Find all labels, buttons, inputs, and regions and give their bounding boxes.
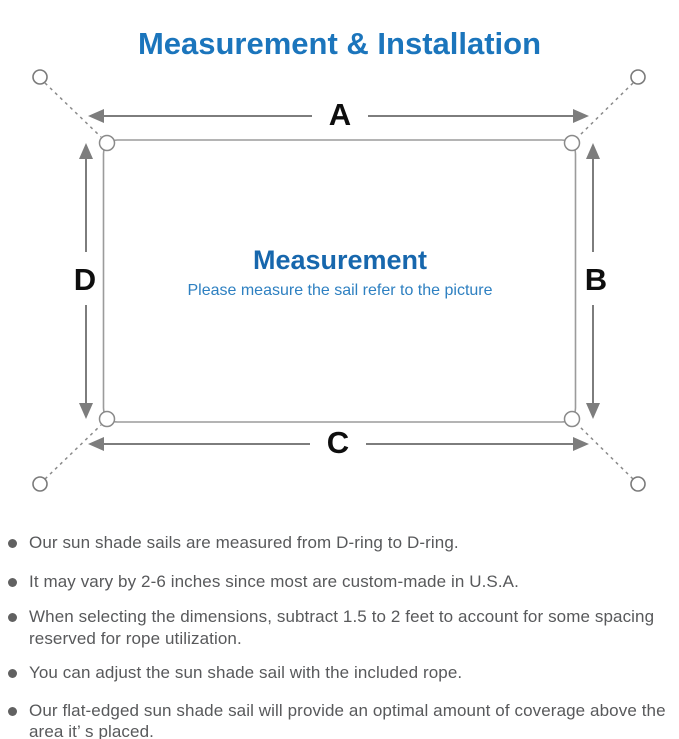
note-item: Our sun shade sails are measured from D-… — [8, 532, 668, 554]
bullet-icon — [8, 706, 17, 716]
bullet-icon — [8, 577, 17, 587]
note-item: It may vary by 2-6 inches since most are… — [8, 571, 668, 593]
dimension-arrows — [79, 109, 600, 451]
note-item: You can adjust the sun shade sail with t… — [8, 662, 668, 684]
dimension-label-b: B — [584, 262, 608, 297]
note-text: When selecting the dimensions, subtract … — [29, 607, 655, 648]
sail-diagram-graphics — [32, 69, 646, 492]
dimension-label-d: D — [73, 262, 97, 297]
note-item: Our flat-edged sun shade sail will provi… — [8, 700, 668, 739]
diagram-center-text: Measurement Please measure the sail refe… — [104, 244, 576, 301]
rope-dashed-lines — [44, 82, 634, 480]
bullet-icon — [8, 669, 17, 678]
note-item: When selecting the dimensions, subtract … — [8, 606, 668, 649]
dimension-label-c: C — [326, 425, 350, 460]
note-text: Our flat-edged sun shade sail will provi… — [29, 700, 666, 739]
dimension-label-a: A — [328, 97, 352, 132]
bullet-icon — [8, 613, 17, 622]
note-text: Our sun shade sails are measured from D-… — [29, 533, 459, 552]
anchor-point-circles — [32, 69, 646, 492]
diagram-subtitle: Please measure the sail refer to the pic… — [187, 282, 493, 299]
note-text: You can adjust the sun shade sail with t… — [29, 663, 463, 682]
bullet-icon — [8, 539, 17, 548]
diagram-heading: Measurement — [252, 245, 428, 275]
note-text: It may vary by 2-6 inches since most are… — [29, 571, 519, 591]
d-ring-corner-tabs — [98, 134, 581, 428]
measurement-diagram: A B C D Measurement Please measure the s… — [32, 69, 646, 492]
page-title: Measurement & Installation — [137, 25, 542, 61]
notes-list: Our sun shade sails are measured from D-… — [8, 524, 668, 739]
sail-outline — [102, 139, 577, 423]
